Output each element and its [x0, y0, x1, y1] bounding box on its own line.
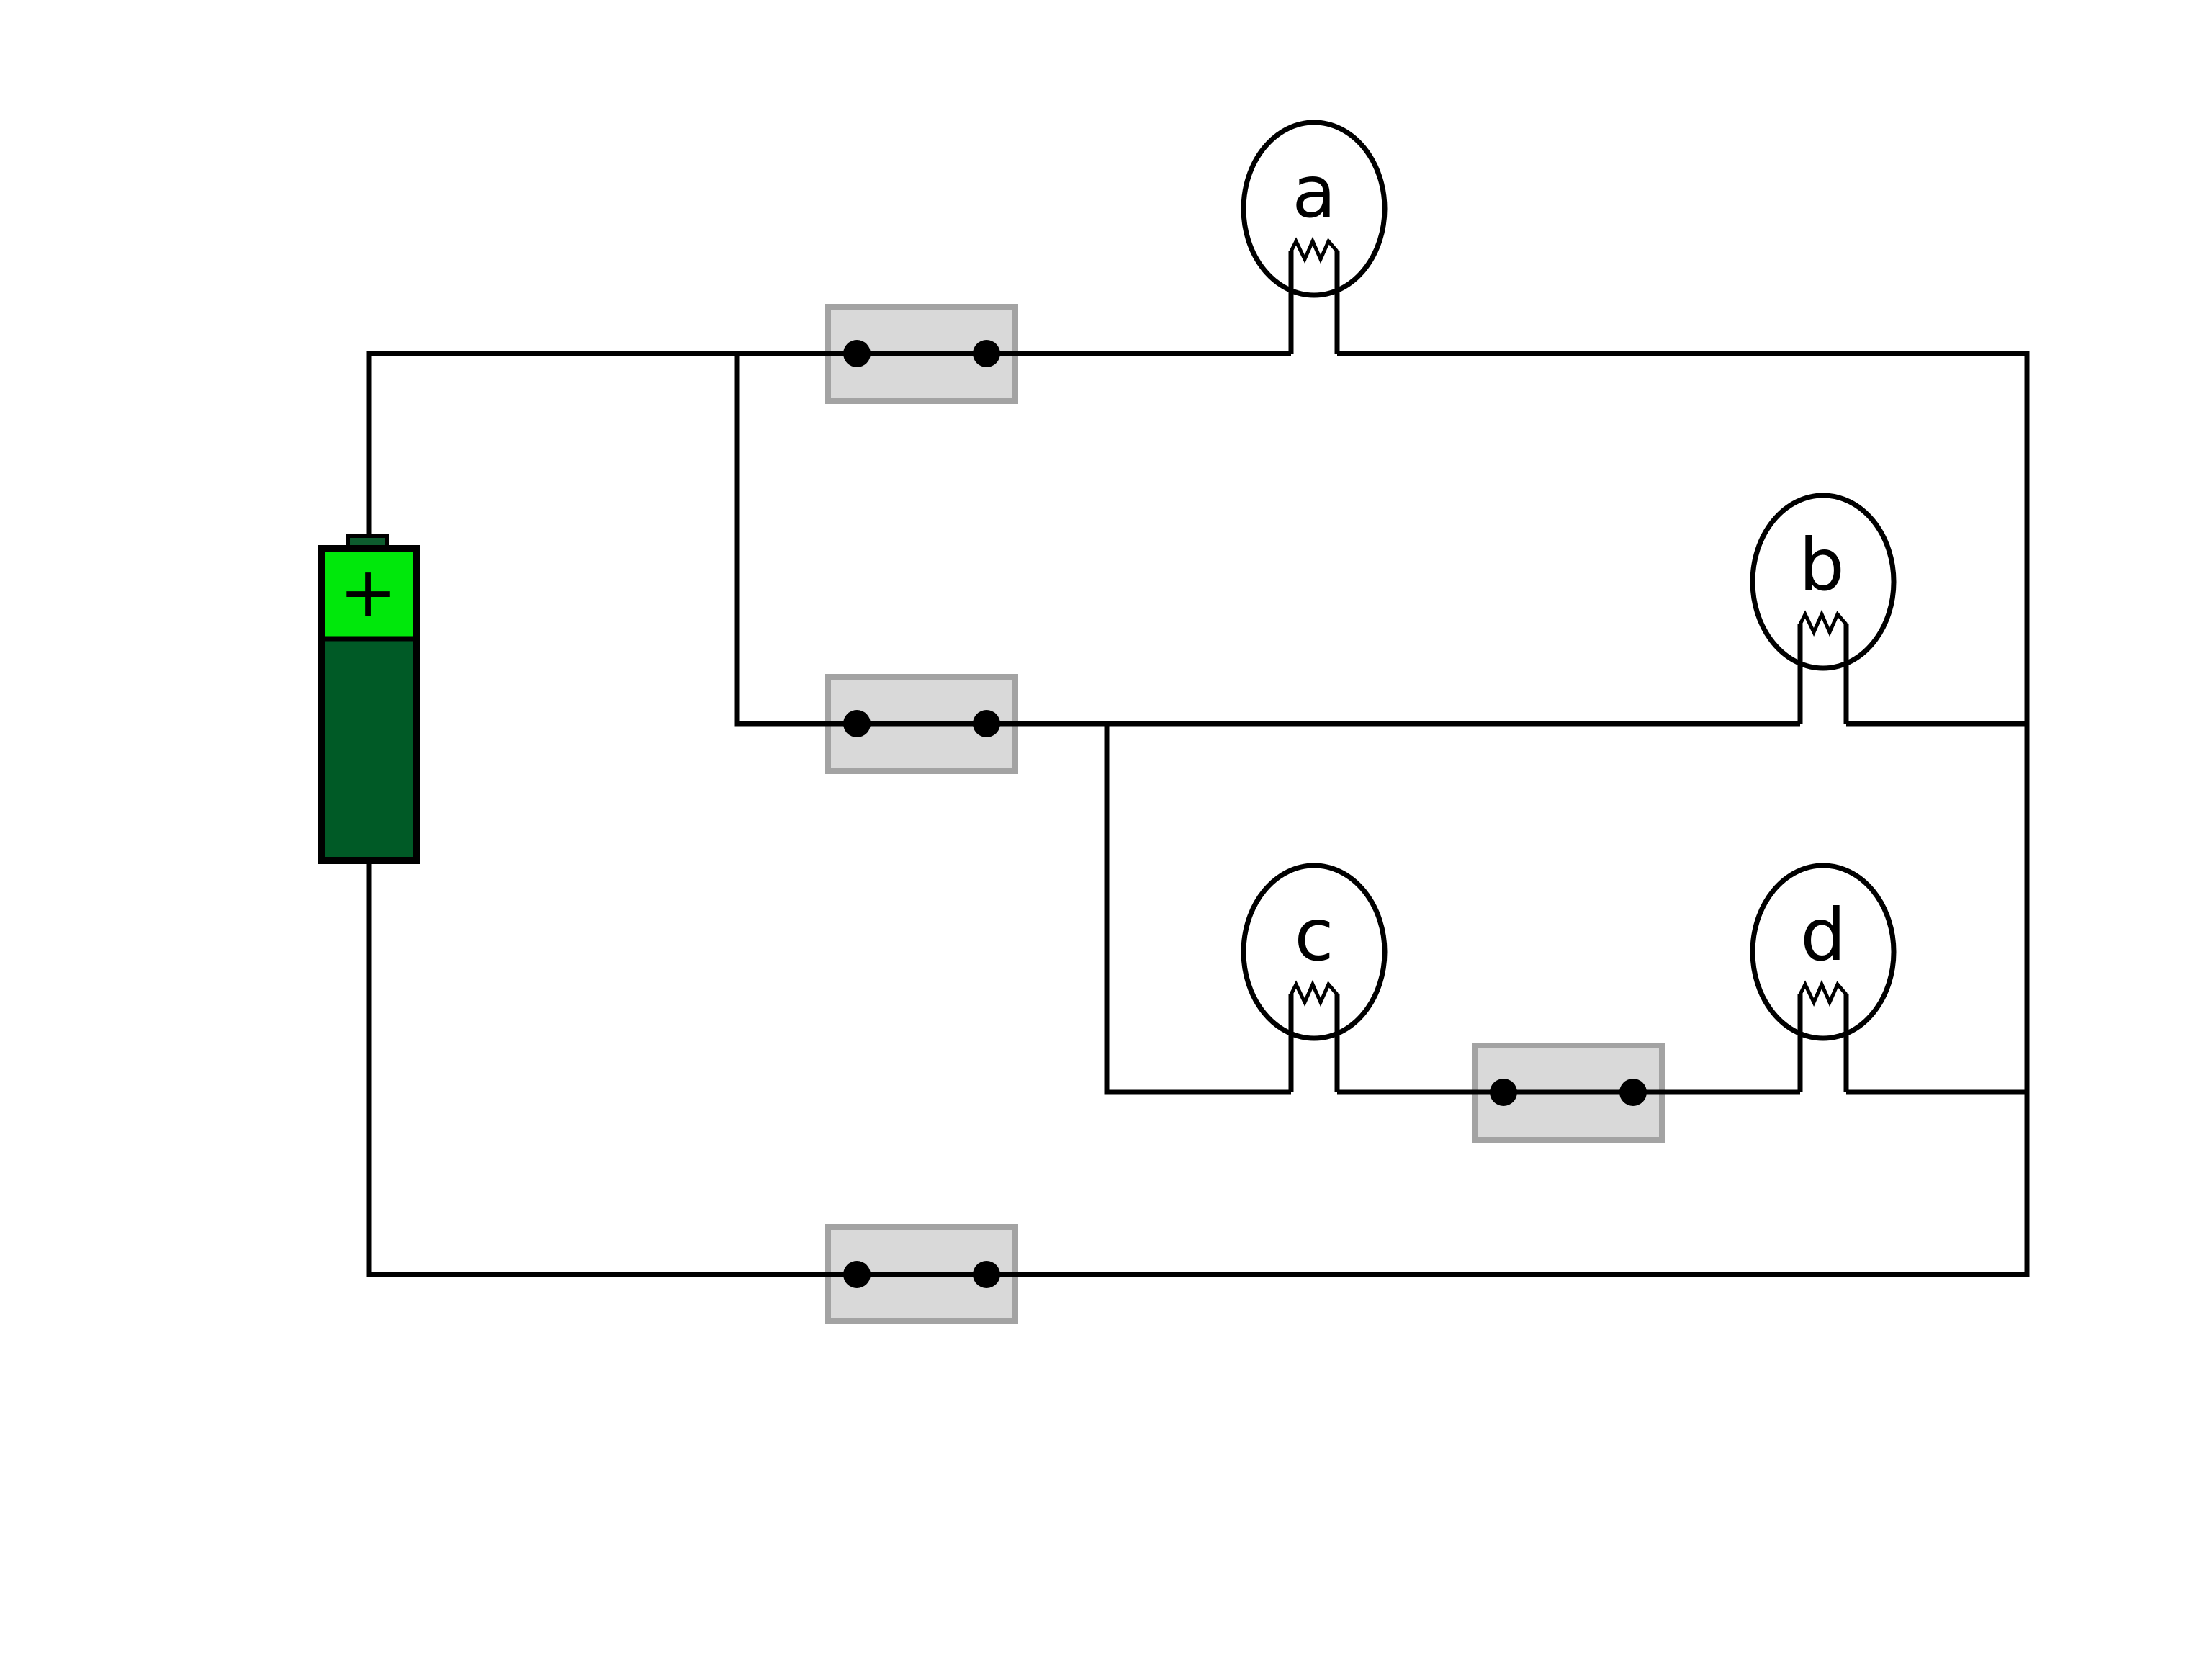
bulb-a: a [1241, 120, 1388, 354]
bulb-d-label: d [1800, 893, 1845, 977]
battery-positive-section [324, 550, 413, 639]
battery-polarity-label: + [339, 553, 397, 632]
bulb-c-filament-icon [1289, 979, 1339, 1007]
switch-1-terminal-right[interactable] [973, 340, 1000, 367]
bulb-d-glass [1750, 863, 1897, 1041]
battery-outline [318, 545, 420, 864]
wire-branch-to-switch-2-and-bulb-b [734, 354, 1800, 727]
bulb-a-glass [1241, 120, 1388, 298]
switch-2-terminal-right[interactable] [973, 710, 1000, 737]
battery-negative-section [324, 639, 413, 858]
bulb-b-label: b [1799, 523, 1844, 607]
bulb-a-filament-icon [1289, 236, 1339, 264]
bulb-c-label: c [1295, 893, 1334, 977]
bulb-d: d [1750, 863, 1897, 1092]
bulb-b-glass [1750, 493, 1897, 671]
bulb-a-label: a [1292, 150, 1336, 234]
switch-3-terminal-right[interactable] [1619, 1079, 1647, 1106]
switch-2-terminal-left[interactable] [843, 710, 871, 737]
bulb-c: c [1241, 863, 1388, 1092]
bulb-b-filament-icon [1798, 609, 1848, 637]
wire-branch-to-bulb-c [1104, 724, 1291, 1095]
wires [366, 351, 2030, 1277]
bulb-c-glass [1241, 863, 1388, 1041]
bulb-d-filament-icon [1798, 979, 1848, 1007]
switch-3-terminal-left[interactable] [1490, 1079, 1517, 1106]
switch-1-terminal-left[interactable] [843, 340, 871, 367]
switch-terminals [843, 340, 1647, 1288]
wire-bulb-a-right-side-bottom-to-battery [366, 351, 2030, 1277]
bulb-b: b [1750, 493, 1897, 724]
battery: + [318, 534, 420, 864]
switch-4-terminal-right[interactable] [973, 1261, 1000, 1288]
switch-4-terminal-left[interactable] [843, 1261, 871, 1288]
